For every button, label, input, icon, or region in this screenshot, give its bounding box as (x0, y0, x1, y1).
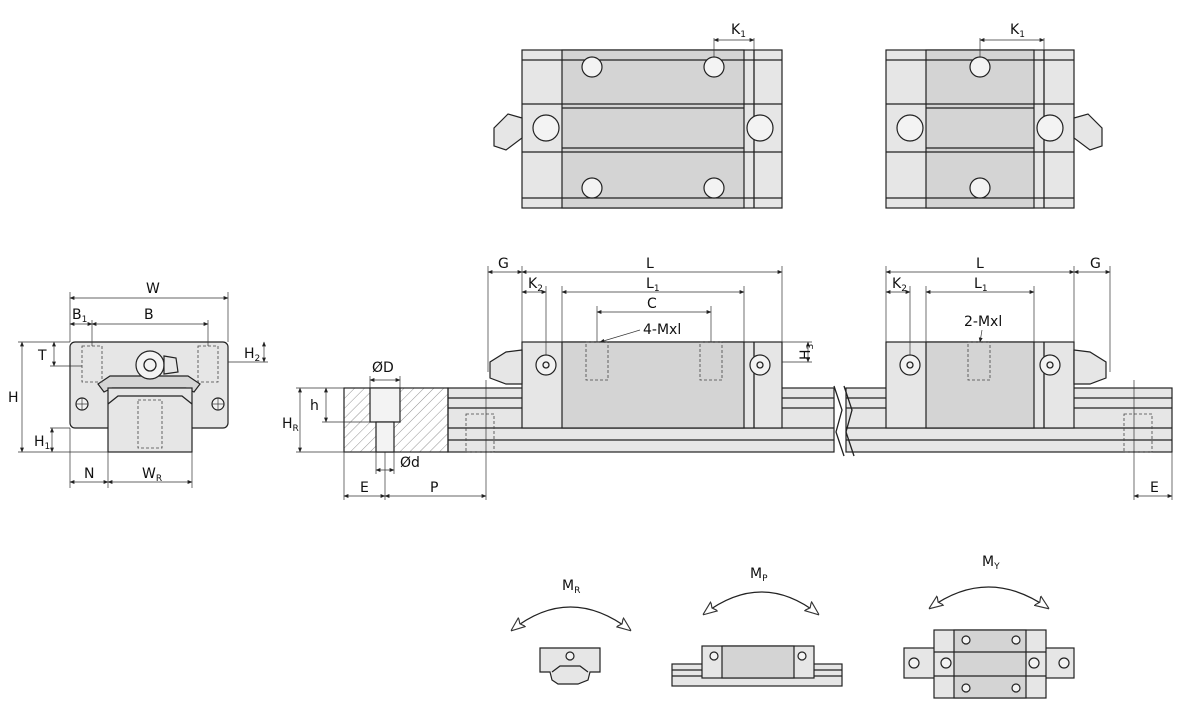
label-mp: MP (750, 566, 768, 584)
label-mr: MR (562, 578, 580, 596)
label-b: B (144, 307, 154, 323)
label-2-mxl: 2-Mxl (964, 314, 1002, 330)
side-view-rail-and-blocks (296, 266, 1173, 500)
label-p: P (430, 480, 438, 496)
moment-roll-icon (512, 606, 630, 685)
label-h3: H3 (798, 344, 816, 360)
label-my: MY (982, 554, 1000, 572)
label-l-right: L (976, 256, 984, 272)
label-w: W (146, 281, 160, 297)
label-h: H (8, 390, 19, 406)
label-b1: B1 (72, 307, 87, 325)
label-l1-right: L1 (974, 276, 988, 294)
label-k2-right: K2 (892, 276, 907, 294)
label-wr: WR (142, 466, 162, 484)
top-view-right-block (885, 38, 1103, 209)
label-g-right: G (1090, 256, 1101, 272)
label-h-small: h (310, 398, 319, 414)
label-k2-left: K2 (528, 276, 543, 294)
label-h2: H2 (244, 346, 260, 364)
moment-yaw-icon (903, 586, 1075, 699)
top-view-left-block (493, 38, 783, 209)
label-t: T (37, 348, 47, 364)
label-n: N (84, 466, 94, 482)
label-l-left: L (646, 256, 654, 272)
label-c: C (647, 296, 657, 312)
label-g-left: G (498, 256, 509, 272)
label-hr: HR (282, 416, 299, 434)
label-k1-top-right: K1 (1010, 22, 1025, 40)
label-l1-left: L1 (646, 276, 660, 294)
label-h1: H1 (34, 434, 50, 452)
label-4-mxl: 4-Mxl (643, 322, 681, 338)
label-d-small: Ød (400, 455, 420, 471)
end-view-cross-section (18, 292, 268, 488)
label-k1-top-left: K1 (731, 22, 746, 40)
label-od: ØD (372, 360, 394, 376)
moment-pitch-icon (671, 591, 843, 687)
label-e-left: E (360, 480, 369, 496)
label-e-right: E (1150, 480, 1159, 496)
